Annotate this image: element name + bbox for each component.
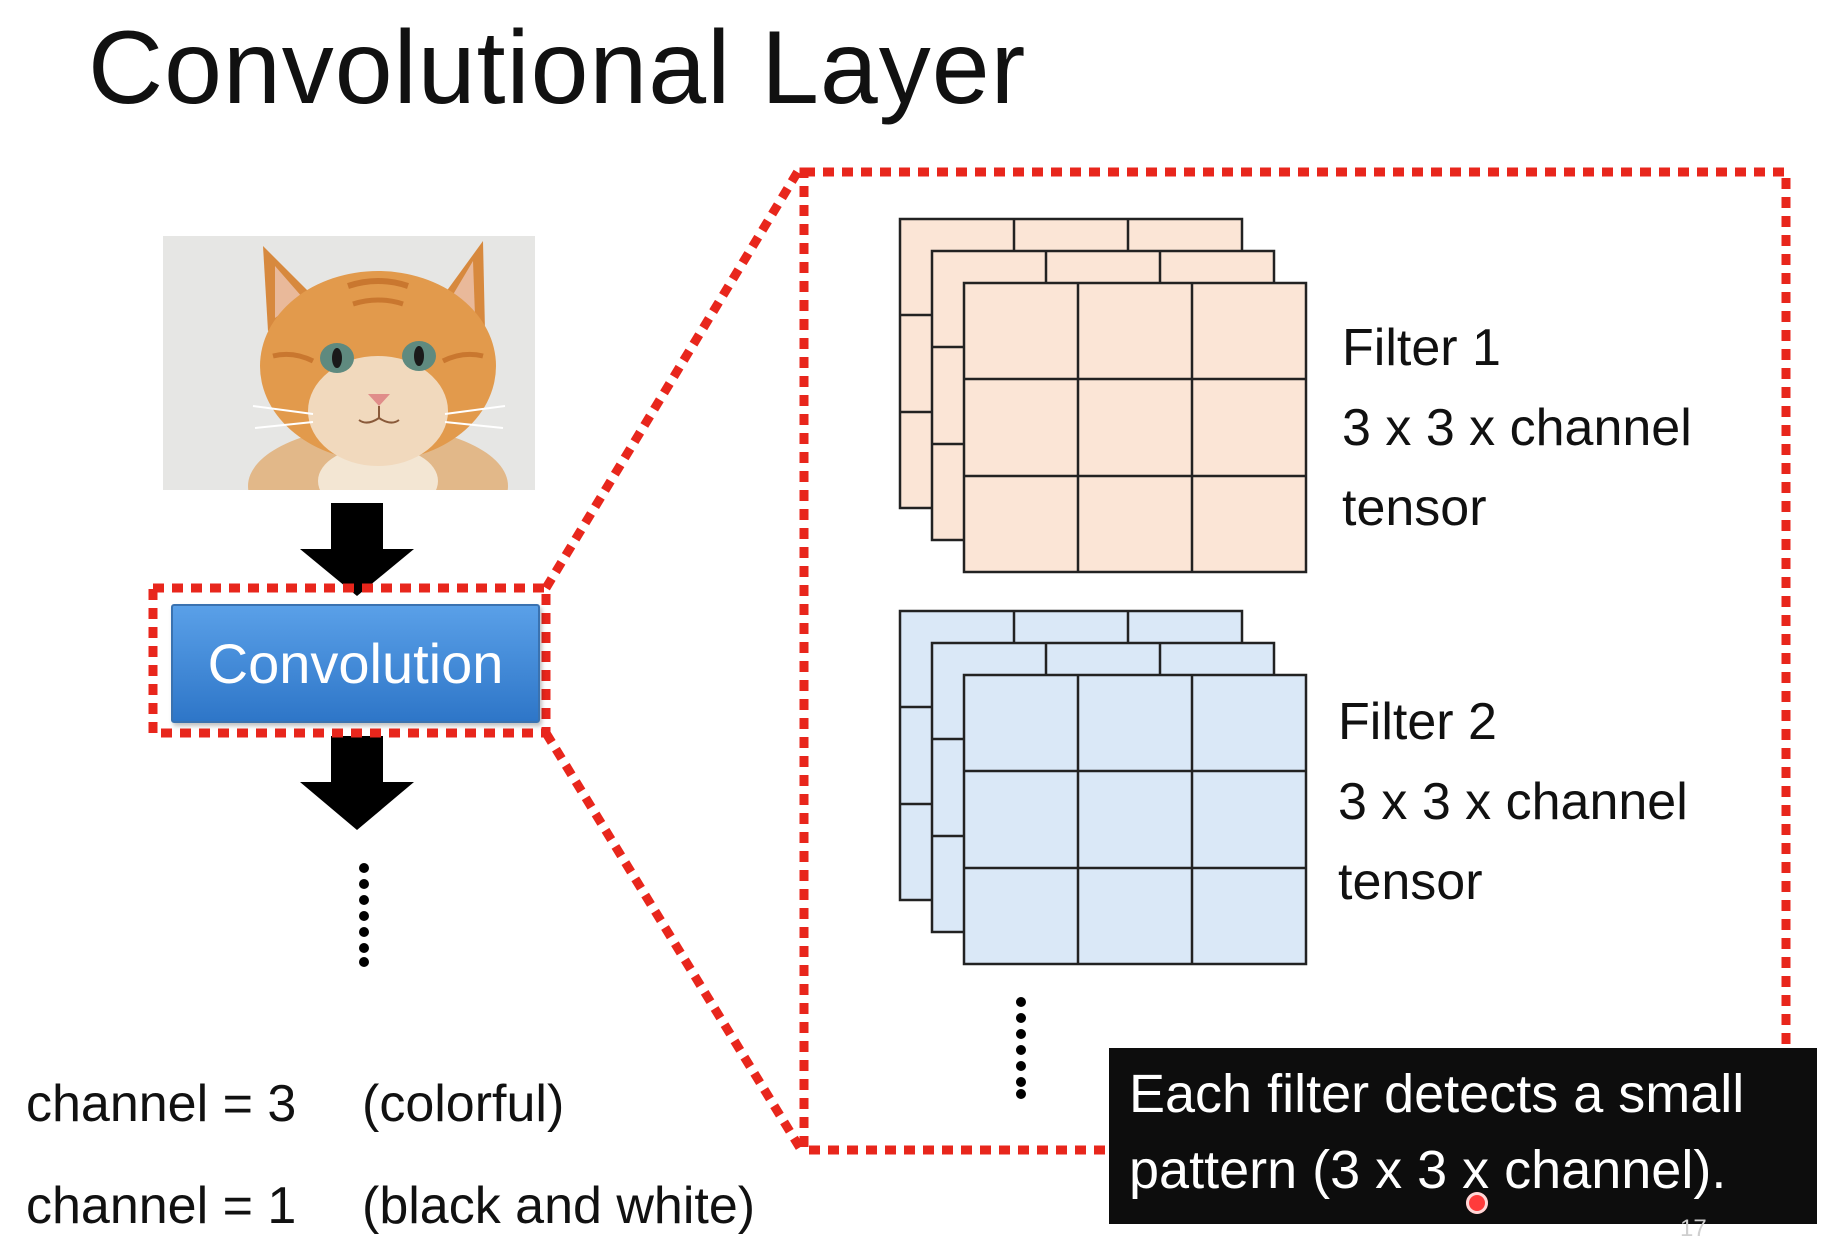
filter-1-type: tensor — [1342, 479, 1487, 537]
zoom-connector-top — [542, 165, 804, 591]
filter-1-stack — [898, 217, 1308, 574]
down-arrow-icon — [300, 736, 414, 830]
filter-2-type: tensor — [1338, 853, 1483, 911]
channel-1-note: (black and white) — [362, 1177, 756, 1235]
cat-photo — [163, 236, 535, 490]
caption-line-2: pattern (3 x 3 x channel). — [1129, 1140, 1727, 1200]
filter-2-name: Filter 2 — [1338, 693, 1497, 751]
more-filters-dots — [1016, 997, 1026, 1099]
continuation-dots — [359, 863, 369, 967]
caption-line-1: Each filter detects a small — [1129, 1064, 1745, 1124]
page-number: 17 — [1680, 1215, 1707, 1242]
filter-1-name: Filter 1 — [1342, 319, 1501, 377]
laser-pointer-icon — [1466, 1192, 1488, 1214]
zoom-connector-bottom — [542, 730, 804, 1151]
convolution-block: Convolution — [171, 604, 540, 723]
channel-3-note: (colorful) — [362, 1075, 565, 1133]
channel-1-label: channel = 1 — [26, 1177, 297, 1235]
filter-2-shape: 3 x 3 x channel — [1338, 773, 1688, 831]
conv-highlight-box — [148, 583, 551, 738]
channel-3-label: channel = 3 — [26, 1075, 297, 1133]
down-arrow-icon — [300, 503, 414, 596]
filter-1-shape: 3 x 3 x channel — [1342, 399, 1692, 457]
filter-2-stack — [898, 609, 1308, 966]
slide-title: Convolutional Layer — [88, 10, 1027, 126]
caption-subtitle: Each filter detects a small pattern (3 x… — [1109, 1048, 1817, 1224]
